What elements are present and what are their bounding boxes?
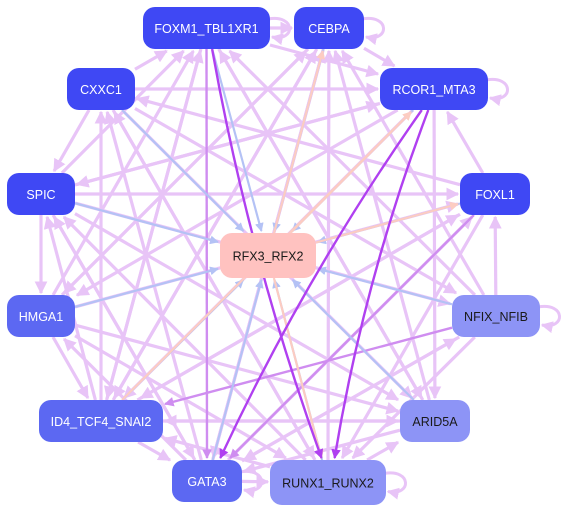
node-box-hmga1 (7, 295, 75, 337)
node-spic[interactable]: SPIC (7, 173, 75, 215)
node-box-gata3 (172, 460, 242, 502)
node-id4[interactable]: ID4_TCF4_SNAI2 (39, 400, 163, 442)
edge-foxl1-to-gata3 (229, 214, 475, 459)
edge-rfx3-to-runx1 (272, 277, 324, 459)
node-box-foxl1 (460, 173, 530, 215)
edge-gata3-to-rfx3 (211, 279, 264, 461)
edge-rcor1-to-hmga1 (75, 108, 399, 297)
edge-cxxc1-to-spic (52, 109, 91, 173)
node-foxm1[interactable]: FOXM1_TBL1XR1 (143, 7, 270, 49)
node-box-nfix (452, 295, 540, 337)
edge-foxm1-to-id4 (104, 48, 203, 400)
edge-cxxc1-to-foxm1 (134, 49, 168, 71)
node-box-rcor1 (380, 68, 488, 110)
edge-cxxc1-to-rfx3 (121, 109, 245, 232)
node-rfx3[interactable]: RFX3_RFX2 (220, 233, 316, 278)
edge-spic-to-rfx3 (74, 202, 219, 245)
node-arid5a[interactable]: ARID5A (400, 400, 470, 442)
node-nfix[interactable]: NFIX_NFIB (452, 295, 540, 337)
node-cxxc1[interactable]: CXXC1 (67, 68, 135, 110)
edge-foxm1-to-rfx3 (211, 48, 264, 232)
edge-hmga1-to-rfx3 (74, 266, 219, 308)
edge-nfix-to-gata3 (242, 335, 460, 462)
edge-nfix-to-rfx3 (317, 266, 453, 306)
node-box-arid5a (400, 400, 470, 442)
edge-rfx3-to-cebpa (272, 50, 325, 234)
edge-runx1-to-arid5a (366, 440, 400, 462)
edge-cxxc1-to-nfix (134, 107, 458, 295)
edge-spic-to-arid5a (74, 212, 400, 402)
edge-rcor1-to-spic (75, 101, 381, 188)
self-loop-runx1 (383, 471, 407, 500)
edge-foxl1-to-runx1 (340, 214, 485, 460)
edge-hmga1-to-id4 (51, 336, 90, 400)
edge-foxm1-to-gata3 (202, 48, 212, 459)
edge-id4-to-gata3 (137, 440, 172, 462)
self-loop-cebpa (361, 16, 385, 46)
edge-runx1-to-cxxc1 (112, 110, 317, 461)
edge-rcor1-to-gata3 (219, 109, 423, 459)
node-box-foxm1 (143, 7, 270, 49)
edge-cebpa-to-hmga1 (62, 47, 310, 295)
edge-cebpa-to-id4 (112, 48, 319, 400)
edge-foxl1-to-rcor1 (446, 110, 485, 174)
node-box-spic (7, 173, 75, 215)
node-rcor1[interactable]: RCOR1_MTA3 (380, 68, 488, 110)
self-loop-rcor1 (485, 77, 509, 107)
node-box-id4 (39, 400, 163, 442)
node-gata3[interactable]: GATA3 (172, 460, 242, 502)
edge-nfix-to-id4 (164, 326, 453, 407)
node-cebpa[interactable]: CEBPA (294, 7, 364, 49)
node-box-cxxc1 (67, 68, 135, 110)
self-loop-nfix (537, 304, 561, 334)
edge-rcor1-to-runx1 (331, 109, 430, 459)
node-foxl1[interactable]: FOXL1 (460, 173, 530, 215)
edge-cebpa-to-rcor1 (363, 46, 396, 68)
edge-arid5a-to-rfx3 (291, 279, 415, 401)
node-box-rfx3 (220, 233, 316, 278)
node-hmga1[interactable]: HMGA1 (7, 295, 75, 337)
edge-nfix-to-foxl1 (488, 215, 502, 296)
edge-foxl1-to-id4 (139, 212, 461, 400)
node-box-runx1 (270, 460, 386, 505)
node-box-cebpa (294, 7, 364, 49)
edge-foxm1-to-arid5a (217, 48, 423, 400)
node-runx1[interactable]: RUNX1_RUNX2 (270, 460, 386, 505)
